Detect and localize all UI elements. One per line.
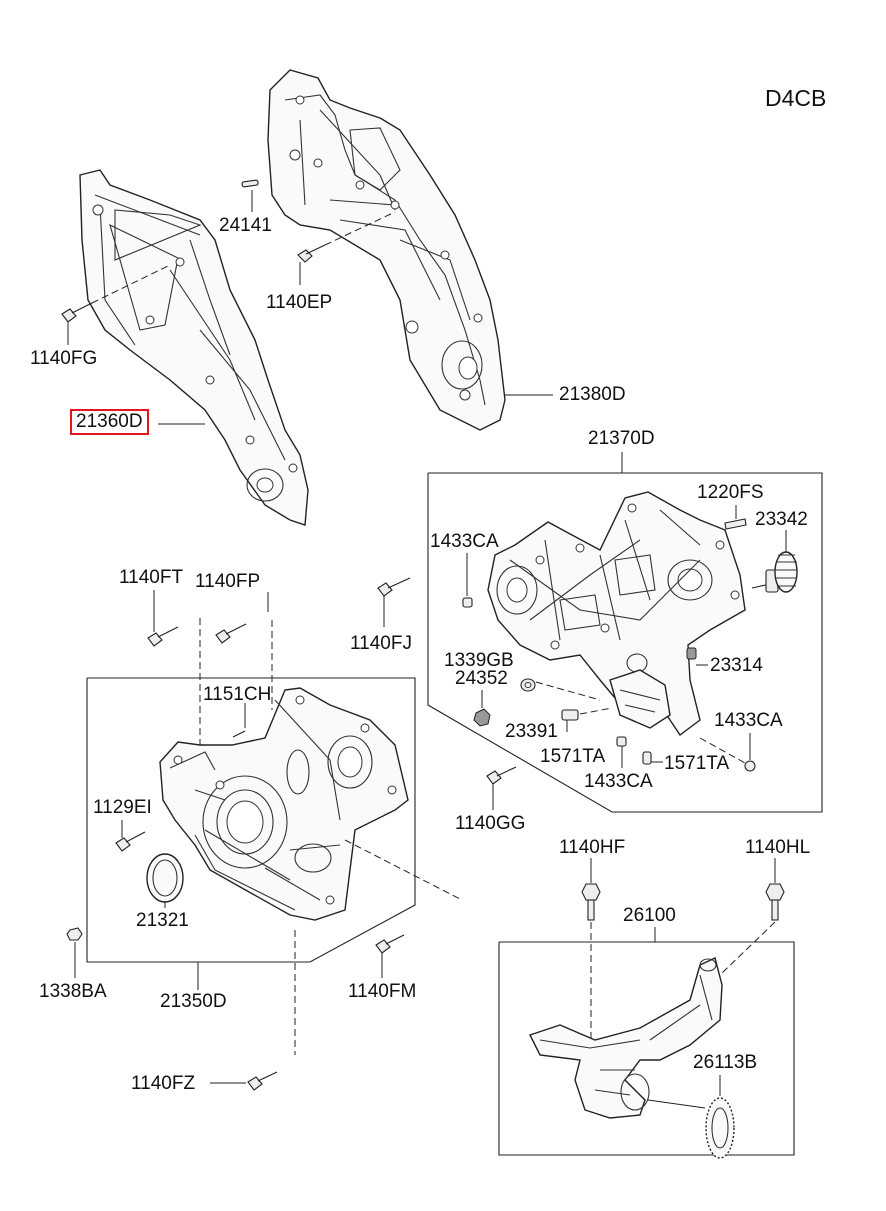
- plug-1433ca-c[interactable]: [699, 733, 756, 772]
- part-label-23342[interactable]: 23342: [755, 509, 808, 530]
- part-label-1151ch[interactable]: 1151CH: [203, 684, 272, 705]
- part-label-1220fs[interactable]: 1220FS: [697, 482, 764, 503]
- box-26100: [498, 927, 795, 1156]
- part-label-21380d[interactable]: 21380D: [559, 384, 626, 405]
- part-label-21370d[interactable]: 21370D: [588, 428, 655, 449]
- bolt-1140fz[interactable]: [210, 930, 296, 1091]
- gear-23342[interactable]: [751, 530, 798, 593]
- bolt-1140fm[interactable]: [344, 839, 463, 978]
- part-label-1140hf[interactable]: 1140HF: [559, 837, 626, 858]
- box-21370d: [427, 452, 823, 813]
- part-label-1433ca-c[interactable]: 1433CA: [584, 771, 653, 792]
- engine-code: D4CB: [765, 85, 827, 111]
- pin-1151ch[interactable]: [232, 703, 246, 738]
- timing-cover-21360d[interactable]: [79, 169, 309, 526]
- part-label-1433ca-a[interactable]: 1433CA: [430, 531, 499, 552]
- front-cover-21350d[interactable]: [159, 687, 409, 921]
- bolt-1140gg[interactable]: [486, 766, 517, 810]
- part-label-26113b[interactable]: 26113B: [693, 1052, 758, 1073]
- oil-pump-26100[interactable]: [529, 957, 723, 1119]
- part-label-1571ta-b[interactable]: 1571TA: [664, 753, 730, 774]
- part-label-21350d[interactable]: 21350D: [160, 991, 227, 1012]
- box-21350d: [86, 677, 416, 990]
- part-label-23391[interactable]: 23391: [505, 721, 558, 742]
- bolt-1140hf[interactable]: [581, 858, 601, 1060]
- bolt-23314[interactable]: [686, 647, 708, 666]
- bolt-1140fj[interactable]: [377, 577, 411, 627]
- part-label-1140fm[interactable]: 1140FM: [348, 981, 417, 1002]
- pin-24141[interactable]: [241, 179, 259, 212]
- part-label-1140fp[interactable]: 1140FP: [195, 571, 261, 592]
- washer-1339gb[interactable]: [520, 678, 601, 701]
- sensor-23391[interactable]: [561, 707, 613, 732]
- bolt-1140fp[interactable]: [215, 592, 273, 710]
- front-case-21370d[interactable]: [487, 491, 746, 737]
- part-label-24352[interactable]: 24352: [455, 668, 508, 689]
- part-label-1140hl[interactable]: 1140HL: [745, 837, 811, 858]
- part-label-24141[interactable]: 24141: [219, 215, 272, 236]
- part-label-1140ep[interactable]: 1140EP: [266, 292, 333, 313]
- bolt-1140ft[interactable]: [147, 590, 201, 760]
- part-label-21321[interactable]: 21321: [136, 910, 189, 931]
- part-label-1140gg[interactable]: 1140GG: [455, 813, 526, 834]
- seal-21321[interactable]: [146, 853, 184, 908]
- part-label-1129ei[interactable]: 1129EI: [93, 797, 152, 818]
- plug-1433ca-a[interactable]: [462, 553, 473, 608]
- timing-cover-21380d[interactable]: [267, 69, 506, 431]
- nut-24352[interactable]: [473, 690, 491, 727]
- part-label-1571ta-a[interactable]: 1571TA: [540, 746, 606, 767]
- plug-1571ta-b[interactable]: [642, 751, 663, 765]
- part-label-1339gb[interactable]: 1339GB: [444, 650, 514, 671]
- plug-1571ta-a[interactable]: [616, 736, 627, 768]
- part-label-1140fg[interactable]: 1140FG: [30, 348, 98, 369]
- part-label-1140fj[interactable]: 1140FJ: [350, 633, 412, 654]
- part-label-23314[interactable]: 23314: [710, 655, 763, 676]
- part-label-1433ca-b[interactable]: 1433CA: [714, 710, 783, 731]
- bolt-1140hl[interactable]: [719, 858, 785, 976]
- part-label-1140ft[interactable]: 1140FT: [119, 567, 184, 588]
- part-label-1338ba[interactable]: 1338BA: [39, 981, 107, 1002]
- bolt-1140ep[interactable]: [297, 211, 396, 285]
- bolt-1220fs[interactable]: [724, 505, 747, 530]
- nut-1338ba[interactable]: [66, 927, 83, 978]
- sprocket-26113b[interactable]: [705, 1075, 735, 1159]
- part-label-1140fz[interactable]: 1140FZ: [131, 1073, 196, 1094]
- part-label-26100[interactable]: 26100: [623, 905, 676, 926]
- part-label-21360d-selected[interactable]: 21360D: [70, 409, 149, 435]
- bolt-1129ei[interactable]: [115, 820, 146, 852]
- bolt-1140fg[interactable]: [61, 264, 171, 345]
